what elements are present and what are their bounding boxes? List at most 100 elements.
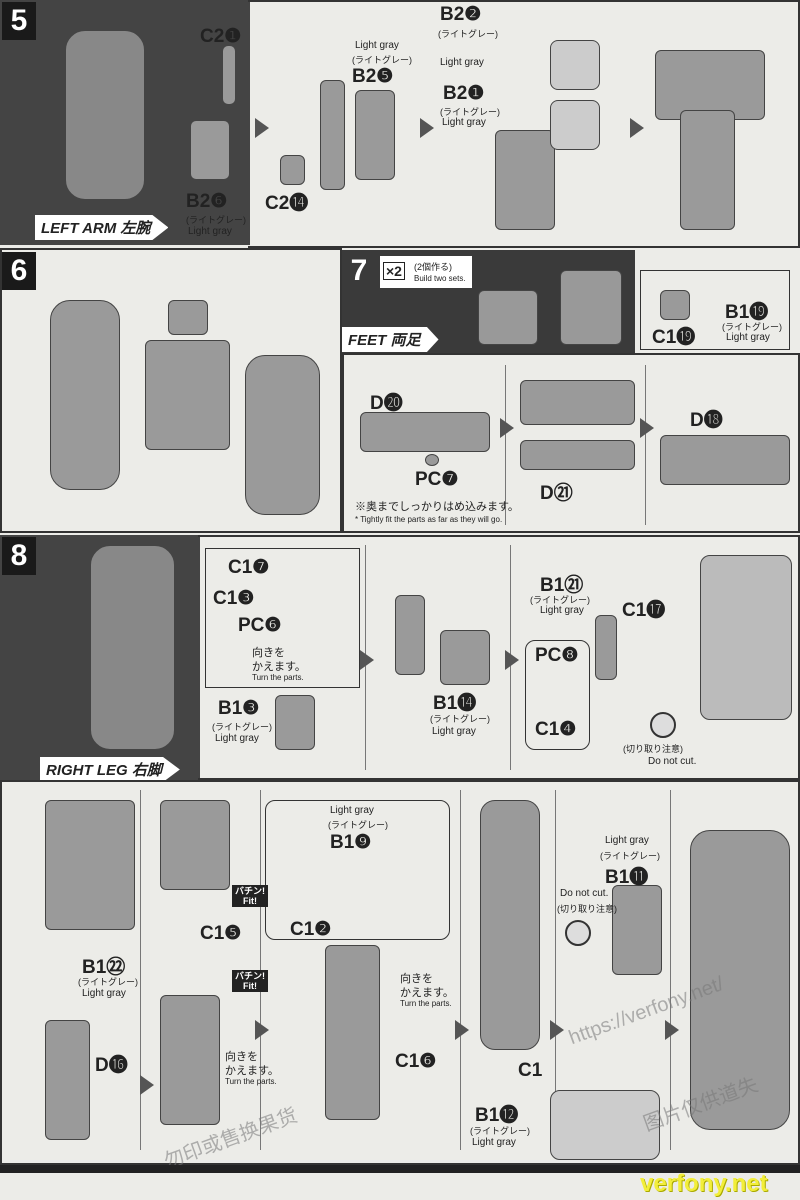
fit-jp: バチン! (235, 886, 265, 896)
no-cut-icon (650, 712, 676, 738)
part (520, 440, 635, 470)
color-jp: (ライトグレー) (470, 1126, 530, 1136)
color-en: Light gray (432, 726, 476, 737)
color-en: Light gray (605, 835, 649, 846)
arm-part (50, 300, 120, 490)
step-title: LEFT ARM 左腕 (35, 215, 169, 240)
part (190, 120, 230, 180)
part (680, 110, 735, 230)
part-label: D⓰ (95, 1055, 128, 1076)
color-en: Light gray (440, 57, 484, 68)
part (690, 830, 790, 1130)
color-en: Light gray (82, 988, 126, 999)
arrow-icon (255, 1020, 269, 1040)
part (280, 155, 305, 185)
part-label: D⓲ (690, 410, 723, 431)
step9-panel (0, 780, 800, 1165)
arrow-icon (500, 418, 514, 438)
make-two-en: Build two sets. (414, 274, 466, 283)
turn-jp: 向きを (225, 1051, 258, 1063)
color-en: Light gray (215, 733, 259, 744)
step-number: 5 (2, 2, 36, 40)
color-jp: (ライトグレー) (212, 722, 272, 732)
arrow-icon (255, 118, 269, 138)
part (480, 800, 540, 1050)
part-label: C1❼ (228, 557, 270, 578)
arrow-icon (140, 1075, 154, 1095)
part-label: C2⓮ (265, 193, 309, 214)
divider (645, 365, 646, 525)
part-label: D⓴ (370, 393, 403, 414)
step-number: 7 (350, 254, 368, 287)
arrow-icon (505, 650, 519, 670)
part-label: D㉑ (540, 483, 573, 504)
part-label: B2❻ (186, 191, 228, 212)
part (612, 885, 662, 975)
part (275, 695, 315, 750)
turn-jp: 向きを (252, 647, 285, 659)
sub-assembly-box (640, 270, 790, 350)
arrow-icon (455, 1020, 469, 1040)
color-jp: (ライトグレー) (438, 29, 498, 39)
build-two-sets-badge (380, 256, 472, 288)
part-label: B2❺ (352, 66, 394, 87)
nocut-jp: (切り取り注意) (623, 744, 683, 754)
color-en: Light gray (330, 805, 374, 816)
detail-box (550, 1090, 660, 1160)
fit-en: Fit! (243, 981, 257, 991)
color-jp: (ライトグレー) (430, 714, 490, 724)
part-label: B2❶ (443, 83, 485, 104)
no-cut-icon (565, 920, 591, 946)
turn-en: Turn the parts. (225, 1077, 277, 1086)
part-label: PC❼ (415, 469, 459, 490)
color-en: Light gray (472, 1137, 516, 1148)
nocut-jp: (切り取り注意) (557, 904, 617, 914)
fit-badge: バチン!Fit! (232, 970, 268, 992)
head-part (168, 300, 208, 335)
divider (505, 365, 506, 525)
part-label: C1❺ (200, 923, 242, 944)
nocut-en: Do not cut. (560, 888, 609, 899)
part-label: C1⓱ (622, 600, 666, 621)
color-jp: (ライトグレー) (530, 595, 590, 605)
arrow-icon (420, 118, 434, 138)
sub-assembly-box (205, 548, 360, 688)
step5-panel (248, 0, 800, 248)
part (360, 412, 490, 452)
sub-assembly-box (525, 640, 590, 750)
watermark-site: verfony.net (640, 1170, 768, 1197)
step7-panel (342, 353, 800, 533)
part-label: B1⓮ (433, 693, 477, 714)
part-label: B1㉑ (540, 575, 584, 596)
part (655, 50, 765, 120)
fit-en: Fit! (243, 896, 257, 906)
step-title: RIGHT LEG 右脚 (40, 757, 180, 782)
turn-en: Turn the parts. (400, 999, 452, 1008)
part-label: B1⓳ (725, 302, 769, 323)
part-label: C1❻ (395, 1051, 437, 1072)
part (395, 595, 425, 675)
fit-badge: バチン!Fit! (232, 885, 268, 907)
part-label: C1❸ (213, 588, 255, 609)
note-en: * Tightly fit the parts as far as they w… (355, 515, 503, 524)
arrow-icon (665, 1020, 679, 1040)
arrow-icon (550, 1020, 564, 1040)
detail-box (550, 40, 600, 90)
note-jp: ※奥までしっかりはめ込みます。 (355, 501, 519, 513)
color-jp: (ライトグレー) (78, 977, 138, 987)
sub-assembly-box (265, 800, 450, 940)
turn-en: Turn the parts. (252, 673, 304, 682)
color-en: Light gray (188, 226, 232, 237)
part (45, 1020, 90, 1140)
step6-panel (0, 248, 342, 533)
part (45, 800, 135, 930)
divider (140, 790, 141, 1150)
foot-preview (560, 270, 622, 345)
color-en: Light gray (540, 605, 584, 616)
right-leg-preview (90, 545, 175, 750)
left-arm-preview (65, 30, 145, 200)
part-label: B1⓬ (475, 1105, 519, 1126)
part-label: B1❸ (218, 698, 260, 719)
color-jp: (ライトグレー) (186, 215, 246, 225)
part-label: C1❹ (535, 719, 577, 740)
